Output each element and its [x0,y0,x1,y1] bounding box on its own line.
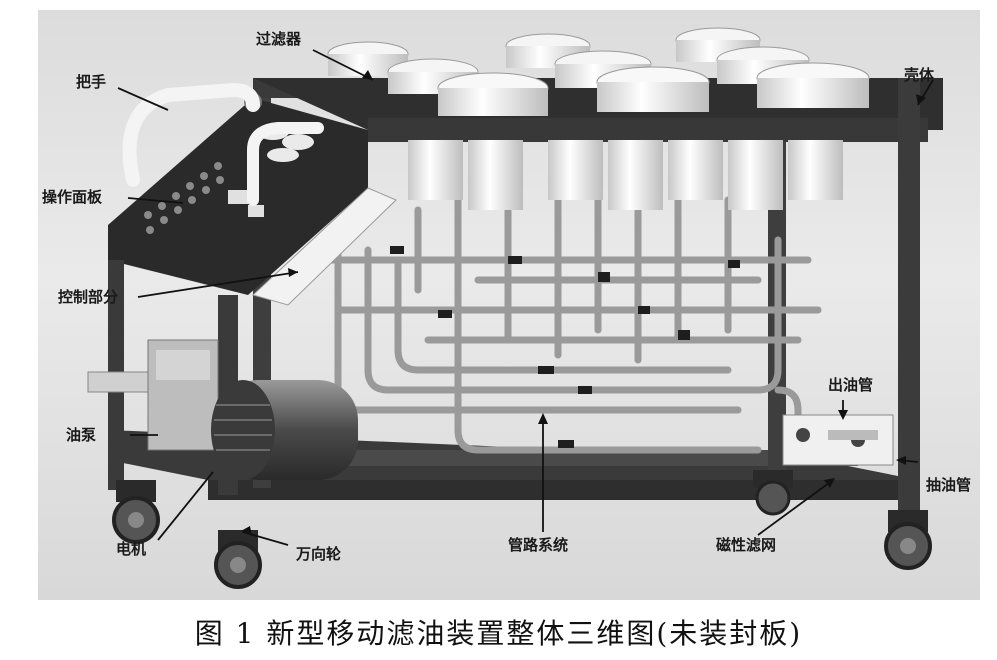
device-drawing [87,27,943,589]
panel-handle-shape [247,122,324,206]
filter-lids [327,27,870,116]
label-operation-panel: 操作面板 [42,188,103,206]
casters [112,470,932,589]
caster-rear-left [753,470,793,516]
figure-caption: 图 1 新型移动滤油装置整体三维图(未装封板) [194,617,803,650]
device-illustration: 过滤器 壳体 把手 操作面板 控制部分 出油管 油泵 抽油管 电机 万向轮 管路… [38,10,980,600]
label-shell: 壳体 [904,66,935,84]
piping-system [324,196,882,454]
caster-front-left [112,480,160,544]
label-magnetic-screen: 磁性滤网 [716,536,777,554]
filter-bodies [408,140,843,210]
oil-pump [87,339,219,451]
label-control-section: 控制部分 [58,288,119,306]
caster-front-right [214,530,262,589]
label-caster-wheel: 万向轮 [296,545,342,563]
label-oil-pump: 油泵 [66,426,97,444]
handle-shape [122,82,260,187]
label-piping-system: 管路系统 [508,536,569,554]
label-oil-outlet-pipe: 出油管 [828,376,874,394]
outlet-assembly [782,414,894,466]
label-handle: 把手 [76,73,107,91]
arrow-heads [241,70,926,536]
label-oil-suction-pipe: 抽油管 [926,476,972,494]
caster-rear-right [884,510,932,570]
label-motor: 电机 [116,540,147,558]
label-filter: 过滤器 [256,30,302,48]
pipe-fittings [390,246,740,448]
motor [211,380,358,480]
